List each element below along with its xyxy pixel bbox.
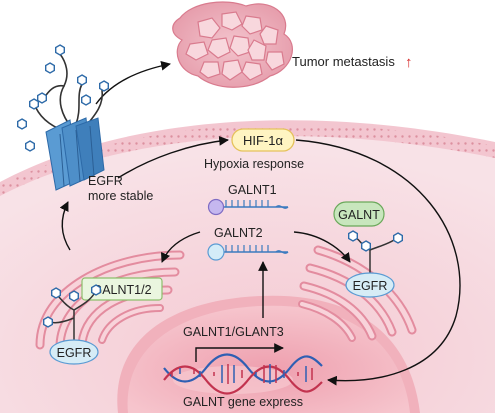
galnt1-label: GALNT1 bbox=[228, 183, 277, 197]
galnt-gene-express-label: GALNT gene express bbox=[183, 395, 303, 409]
arrow-receptor-to-tumor bbox=[95, 60, 171, 105]
egfr-badge-er bbox=[49, 339, 99, 365]
egfr-golgi-label: EGFR bbox=[353, 279, 388, 293]
transcription-arrow bbox=[195, 343, 284, 362]
galnt12-label: GALNT1/2 bbox=[92, 283, 151, 297]
receptor-body bbox=[45, 117, 105, 191]
tumor-cells-icon bbox=[172, 1, 293, 88]
egfr-stable-label: EGFR bbox=[88, 174, 123, 188]
dna-helix-icon bbox=[163, 353, 323, 395]
up-arrow-icon: ↑ bbox=[405, 54, 413, 71]
arrow-mrna-to-left-golgi bbox=[160, 231, 201, 263]
arrow-to-hif bbox=[117, 136, 229, 179]
galnt-glant3-label: GALNT1/GLANT3 bbox=[183, 325, 284, 339]
hypoxia-response-label: Hypoxia response bbox=[204, 157, 304, 171]
galnt12-badge bbox=[81, 277, 163, 301]
galnt-label: GALNT bbox=[338, 208, 380, 222]
egfr-receptor-icon bbox=[17, 44, 110, 191]
arrow-golgi-to-receptor bbox=[59, 201, 71, 251]
galnt2-mrna-icon: GALNT2 bbox=[207, 226, 289, 261]
egfr-badge-golgi bbox=[345, 272, 395, 298]
more-stable-label: more stable bbox=[88, 189, 153, 203]
egfr-glycan-left bbox=[43, 284, 102, 342]
arrow-mrna-to-right-golgi bbox=[293, 231, 351, 263]
hif-label: HIF-1α bbox=[243, 133, 284, 148]
hif-badge bbox=[231, 128, 295, 152]
galnt-badge bbox=[333, 201, 385, 227]
tumor-metastasis-label: Tumor metastasis bbox=[292, 54, 395, 69]
galnt2-label: GALNT2 bbox=[214, 226, 263, 240]
egfr-er-label: EGFR bbox=[57, 346, 92, 360]
galnt1-mrna-icon: GALNT1 bbox=[207, 183, 289, 216]
arrow-hif-to-gene bbox=[295, 139, 461, 386]
